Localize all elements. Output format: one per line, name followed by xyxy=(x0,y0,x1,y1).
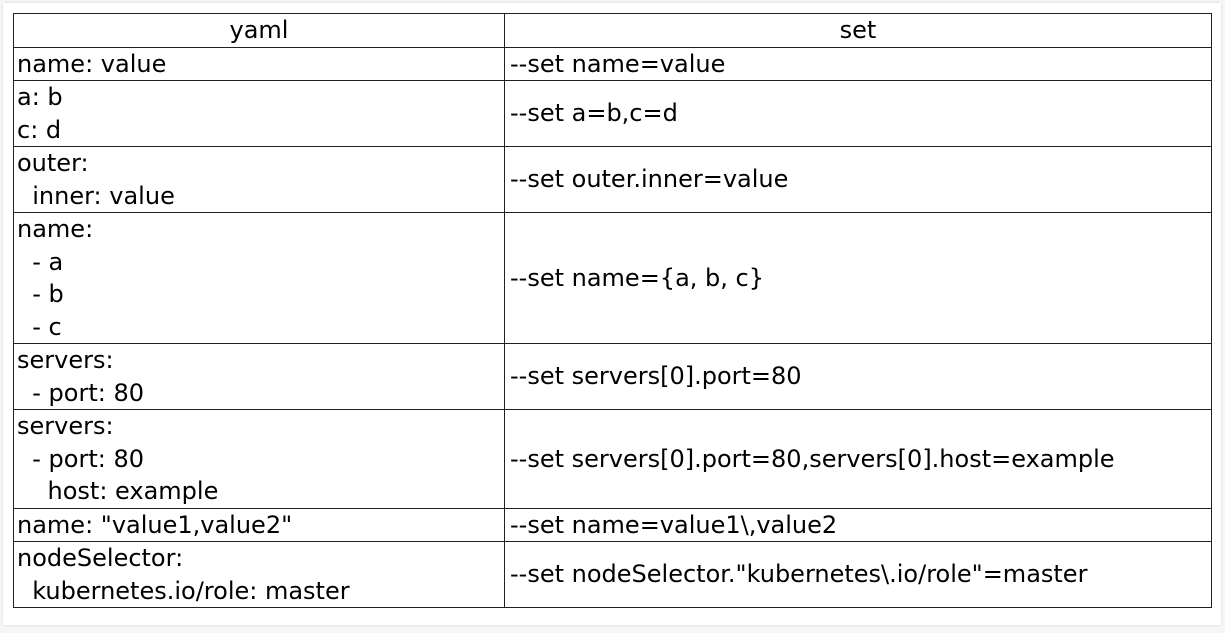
header-row: yaml set xyxy=(13,13,1212,48)
table-row: name: "value1,value2" --set name=value1\… xyxy=(13,507,1212,542)
yaml-cell: name: value xyxy=(13,46,505,81)
yaml-to-set-table: yaml set name: value --set name=value a:… xyxy=(13,13,1212,608)
table-row: name: - a - b - c --set name={a, b, c} xyxy=(13,212,1212,344)
set-cell: --set a=b,c=d xyxy=(504,80,1212,147)
set-cell: --set outer.inner=value xyxy=(504,146,1212,213)
yaml-column-header: yaml xyxy=(13,13,505,48)
table-row: nodeSelector: kubernetes.io/role: master… xyxy=(13,541,1212,608)
yaml-cell: name: "value1,value2" xyxy=(13,507,505,542)
table-row: servers: - port: 80 host: example --set … xyxy=(13,409,1212,509)
set-cell: --set name={a, b, c} xyxy=(504,212,1212,344)
table-row: servers: - port: 80 --set servers[0].por… xyxy=(13,343,1212,410)
yaml-cell: nodeSelector: kubernetes.io/role: master xyxy=(13,541,505,608)
table-row: name: value --set name=value xyxy=(13,46,1212,81)
set-cell: --set servers[0].port=80,servers[0].host… xyxy=(504,409,1212,509)
document-page: yaml set name: value --set name=value a:… xyxy=(3,3,1221,625)
yaml-cell: servers: - port: 80 host: example xyxy=(13,409,505,509)
set-cell: --set name=value xyxy=(504,46,1212,81)
table-row: outer: inner: value --set outer.inner=va… xyxy=(13,146,1212,213)
set-cell: --set name=value1\,value2 xyxy=(504,507,1212,542)
set-cell: --set nodeSelector."kubernetes\.io/role"… xyxy=(504,541,1212,608)
table-header: yaml set xyxy=(13,13,1212,48)
set-cell: --set servers[0].port=80 xyxy=(504,343,1212,410)
yaml-cell: servers: - port: 80 xyxy=(13,343,505,410)
table-row: a: b c: d --set a=b,c=d xyxy=(13,80,1212,147)
table-body: name: value --set name=value a: b c: d -… xyxy=(13,46,1212,608)
yaml-cell: name: - a - b - c xyxy=(13,212,505,344)
set-column-header: set xyxy=(504,13,1212,48)
yaml-cell: outer: inner: value xyxy=(13,146,505,213)
yaml-cell: a: b c: d xyxy=(13,80,505,147)
